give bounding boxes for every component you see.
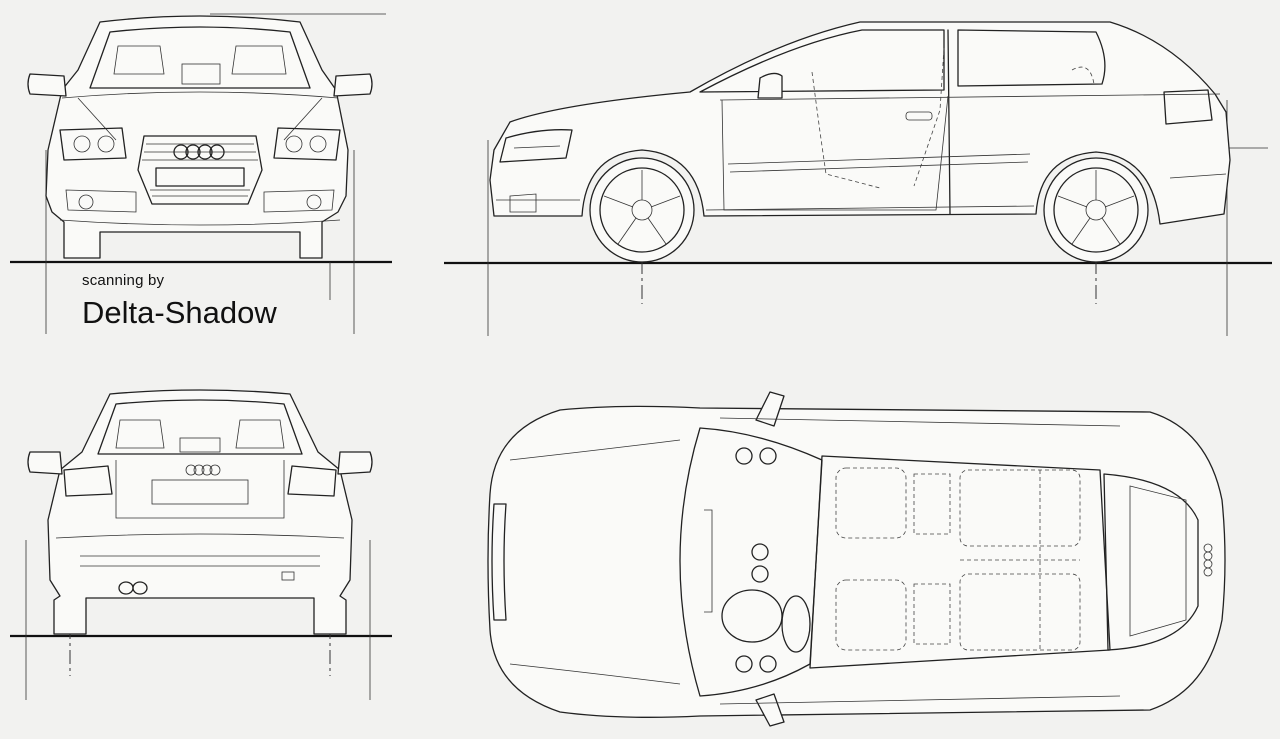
- credit-line-small: scanning by: [82, 272, 165, 289]
- four-rings-logo-rear-icon: [185, 464, 221, 476]
- four-rings-logo-icon: [173, 144, 225, 160]
- top-view: [487, 391, 1226, 727]
- rear-wheel: [1043, 157, 1149, 263]
- rear-view: [10, 389, 392, 700]
- side-view: [444, 21, 1272, 336]
- four-rings-logo-top-icon: [1203, 543, 1213, 577]
- credit-line-big: Delta-Shadow: [82, 295, 277, 330]
- front-wheel: [589, 157, 695, 263]
- front-view: [10, 13, 392, 334]
